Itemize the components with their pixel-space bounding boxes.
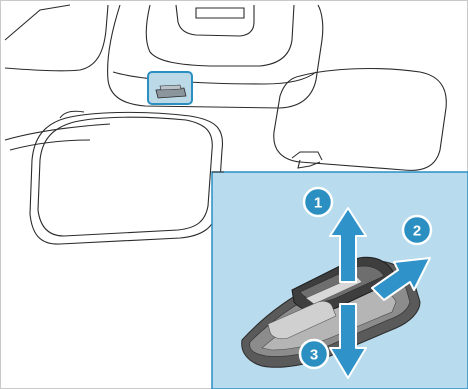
callout-3-label: 3 (310, 347, 318, 364)
callout-2-label: 2 (413, 223, 421, 240)
callout-1: 1 (304, 188, 332, 216)
callout-1-label: 1 (314, 195, 322, 212)
callout-3: 3 (300, 340, 328, 368)
callout-2: 2 (403, 216, 431, 244)
